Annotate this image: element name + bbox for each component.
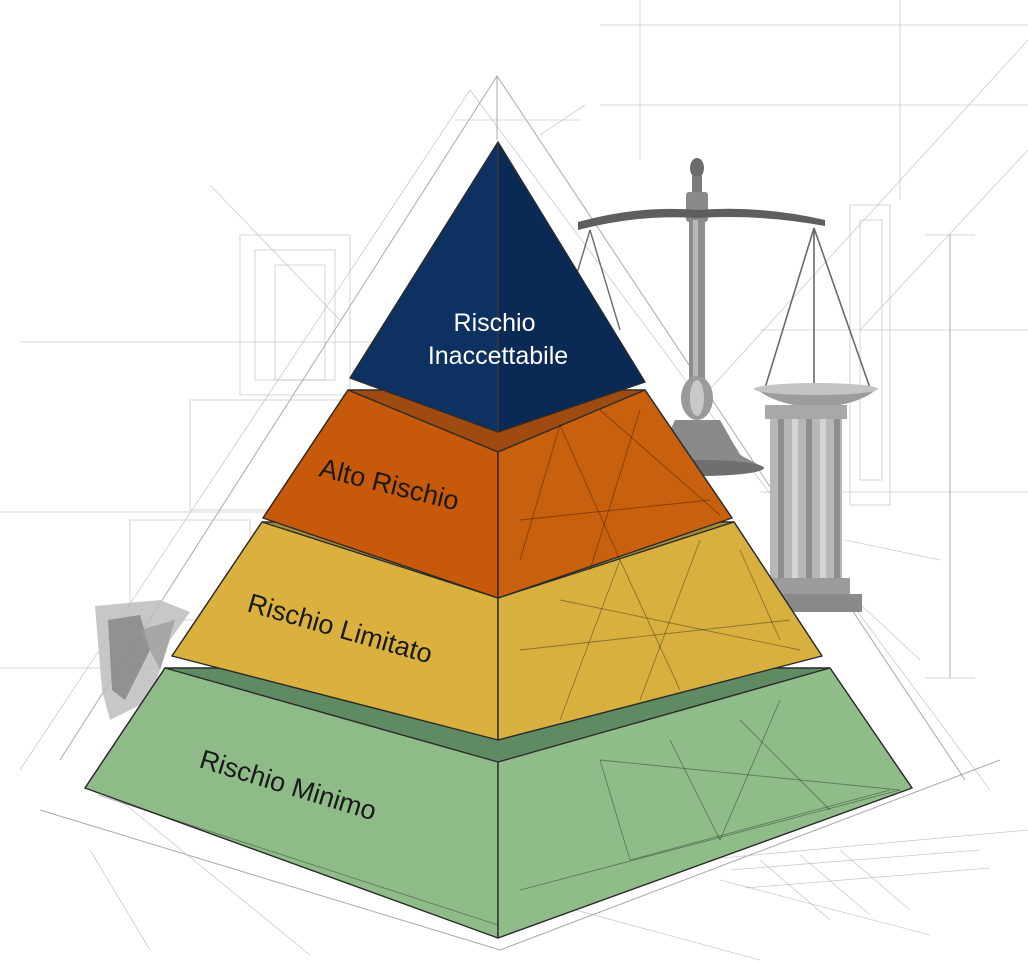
tier-limited-side-face — [497, 521, 823, 741]
tier-minimal-side-face — [497, 667, 913, 939]
statue-fragment-icon — [95, 600, 190, 720]
tier-high-facet-lines — [519, 409, 721, 571]
risk-pyramid: Rischio Minimo Rischio Limitato — [84, 141, 913, 939]
greek-column-icon — [752, 405, 862, 612]
tier-unacceptable-front-face — [349, 141, 499, 433]
tier-unacceptable-label: Rischio Inaccettabile — [428, 309, 568, 370]
tier-limited-facet-lines — [519, 539, 801, 721]
tier-unacceptable-side-face — [497, 141, 646, 433]
tier-high-side-face — [497, 389, 733, 599]
tier-unacceptable-risk: Rischio Inaccettabile — [349, 141, 646, 433]
tier-minimal-facet-lines — [97, 699, 901, 926]
tier-high-risk: Alto Rischio — [262, 389, 733, 599]
